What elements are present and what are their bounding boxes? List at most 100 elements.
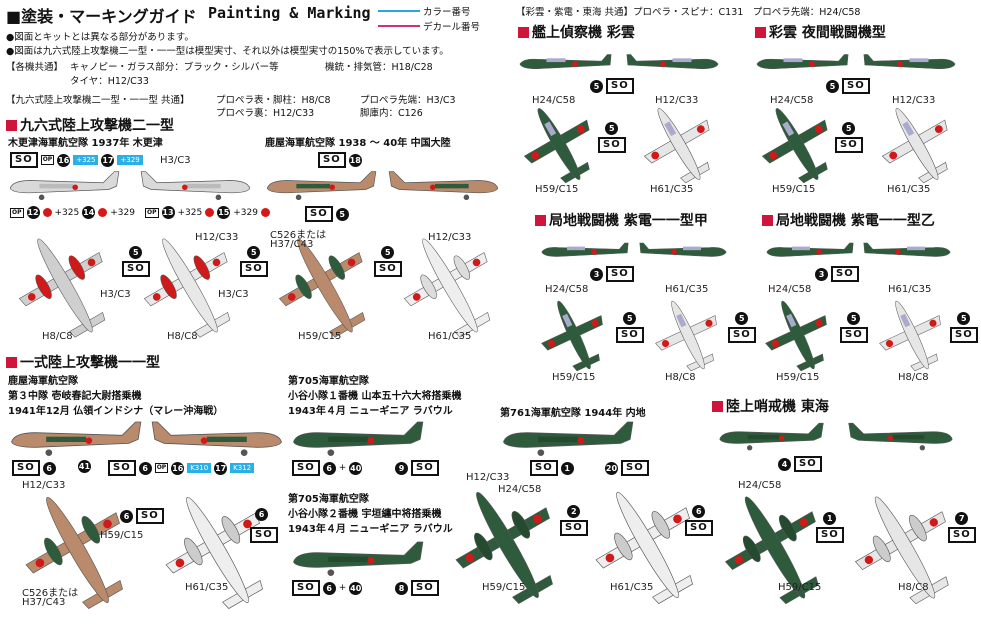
callout-h3: H3/C3 [218,289,249,300]
callout-c526: C526または [270,230,327,241]
so-badge: SO [374,261,402,277]
decal-code: +329 [110,207,135,218]
callout-h59: H59/C15 [776,372,820,383]
decal-number: 41 [78,460,91,473]
decal-number: 5 [957,312,971,325]
decal-number: 5 [335,207,349,221]
decal-number: 5 [381,246,395,259]
callout-h37: H37/C43 [270,239,314,250]
g3m-side-view [388,168,500,202]
decal-number: 5 [826,79,839,93]
g4m-side-view [500,418,635,458]
so-badge: SO [831,266,859,282]
hinomaru-icon [205,208,215,217]
decal-number: 6 [692,505,706,518]
decal-number: 15 [217,206,231,219]
decal-number: 3 [590,267,603,281]
right-common: 【彩雲・紫電・東海 共通】プロペラ・スピナ：C131 プロペラ先端：H24/C5… [516,7,861,18]
callout-h61: H61/C35 [650,184,694,195]
decal-number: 6 [42,461,56,475]
callout-h59: H59/C15 [552,372,596,383]
decal-code: +329 [233,207,258,218]
decal-number: 2 [567,505,581,518]
so-badge: SO [108,460,136,476]
so-badge: SO [598,137,626,153]
callout-h12: H12/C33 [892,95,936,106]
section-g3m-title: 九六式陸上攻撃機二一型 [6,115,174,135]
section-saiun-title: 艦上偵察機 彩雲 [518,22,635,42]
so-badge: SO [685,520,713,536]
decal-row: 41 [78,460,91,473]
callout-h3: H3/C3 [100,289,131,300]
callout-h8: H8/C8 [167,331,198,342]
so-badge: SO [606,78,634,94]
g3m-side-view [140,168,252,202]
callout-h59: H59/C15 [778,582,822,593]
shiden-side-view [765,240,855,264]
so-badge: SO [305,206,333,222]
section-shiden-ko-title: 局地戦闘機 紫電一一型甲 [535,210,708,230]
section-marker [762,214,773,226]
decal-number: 4 [778,457,791,471]
decal-number: 5 [623,312,637,325]
callout-h24: H24/C58 [498,484,542,495]
decal-number: 12 [26,206,40,219]
unit-line: 小谷小隊１番機 山本五十六大将搭乗機 [288,391,462,402]
g96-prop-tip: プロペラ先端：H3/C3 [360,95,456,106]
decal-legend-label: デカール番号 [423,22,481,33]
section-title-text: 一式陸上攻撃機一一型 [20,355,160,371]
so-badge: SO [816,527,844,543]
common-gun: 機銃・排気管：H18/C28 [325,62,433,73]
decal-number: 7 [955,512,969,525]
decal-number: 9 [395,461,408,475]
decal-number: 5 [842,122,856,135]
callout-h12: H12/C33 [195,232,239,243]
decal-number: 40 [349,581,363,595]
so-badge: SO [560,520,588,536]
callout-c526: C526または [22,588,79,599]
unit-line: 第705海軍航空隊 [288,494,369,505]
so-badge: SO [318,152,346,168]
callout-h59: H59/C15 [100,530,144,541]
color-legend-line [378,10,420,12]
g4m-unit3: 第761海軍航空隊 1944年 内地 [500,408,646,419]
decal-number: 20 [605,461,618,475]
section-saiun-night-title: 彩雲 夜間戦闘機型 [755,22,886,42]
callout-h24: H24/C58 [768,284,812,295]
so-badge: SO [12,460,40,476]
decal-number: 17 [101,153,115,167]
hinomaru-icon [98,208,108,217]
section-title-text: 彩雲 夜間戦闘機型 [769,25,886,41]
shiden-side-view [862,240,952,264]
op-icon: OP [10,207,24,218]
callout-h12: H12/C33 [655,95,699,106]
g4m-bottom-view [135,465,300,635]
decal-number: 13 [161,206,175,219]
decal-number: 1 [823,512,837,525]
so-badge: SO [728,327,756,343]
section-marker [755,26,766,38]
so-badge: SO [835,137,863,153]
callout-h24: H24/C58 [532,95,576,106]
decal-number: 5 [129,246,143,259]
decal-code: +325 [54,207,80,218]
decal-code: +325 [177,207,203,218]
note-2: ●図面は九六式陸上攻撃機二一型・一一型は模型実寸、それ以外は模型実寸の150%で… [6,46,449,57]
unit-line: 小谷小隊２番機 宇垣纏中将搭乗機 [288,509,442,520]
so-badge: SO [621,460,649,476]
note-1: ●図面とキットとは異なる部分があります。 [6,32,194,43]
